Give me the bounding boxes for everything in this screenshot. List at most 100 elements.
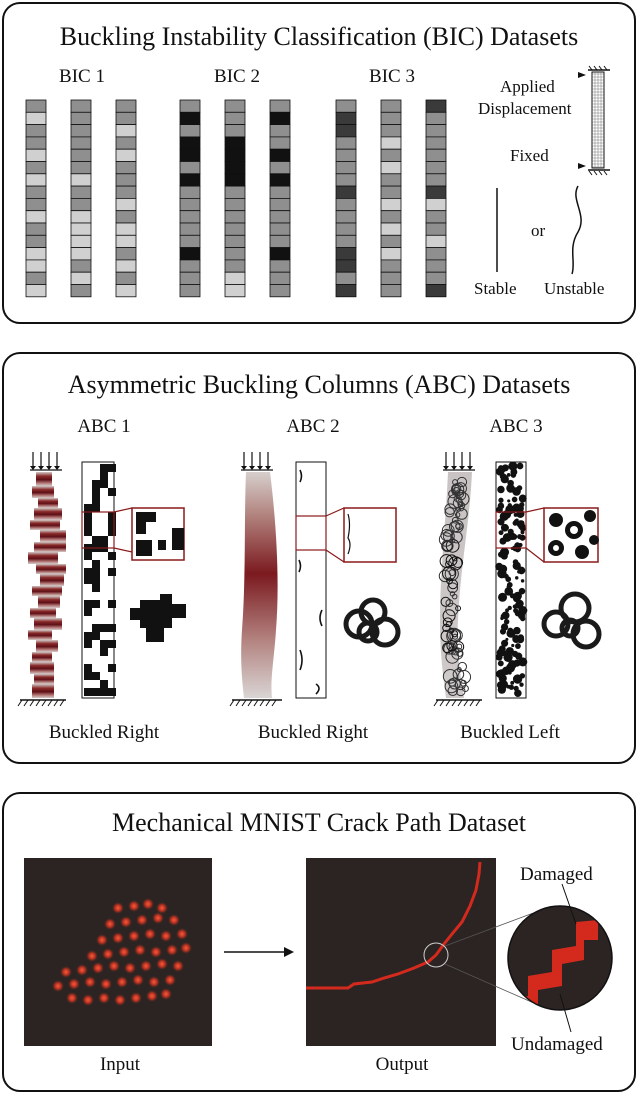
- abc2-load-arrows: [241, 452, 273, 471]
- abc-1-caption: Buckled Right: [48, 722, 160, 743]
- abc2-inclusion-rings: [343, 597, 401, 648]
- abc-2-caption: Buckled Right: [257, 722, 369, 743]
- bic-cell: [25, 234, 47, 249]
- bic-cell: [269, 185, 291, 199]
- bic-cell: [269, 284, 291, 298]
- bic-cell: [25, 185, 47, 199]
- bic-cell: [179, 210, 201, 224]
- bic-cell: [70, 284, 92, 298]
- unstable-curve: [571, 185, 582, 275]
- bic-cell: [179, 111, 201, 126]
- bic-cell: [115, 247, 137, 261]
- bic-cell: [179, 148, 201, 162]
- bic-cell: [115, 173, 137, 187]
- bic-cell: [25, 197, 47, 212]
- bic-cell: [224, 222, 246, 236]
- bic-cell: [380, 136, 402, 150]
- bic-3-label: BIC 3: [369, 66, 415, 87]
- bic-cell: [269, 136, 291, 150]
- bic-cell: [380, 124, 402, 138]
- bic-cell: [425, 247, 447, 261]
- bic-cell: [224, 124, 246, 138]
- bic-cell: [70, 210, 92, 224]
- bic-cell: [70, 222, 92, 236]
- abc3-ground: [433, 699, 482, 707]
- bic-cell: [115, 234, 137, 249]
- abc3-load-arrows: [443, 452, 475, 471]
- bic-cell: [335, 247, 357, 261]
- bic-cell: [70, 161, 92, 175]
- bic-cell: [335, 271, 357, 285]
- bic-cell: [335, 185, 357, 199]
- bic-cell: [25, 148, 47, 162]
- damaged-label: Damaged: [520, 864, 593, 885]
- bic-cell: [25, 173, 47, 187]
- abc-2-label: ABC 2: [286, 416, 340, 437]
- arrow-input-to-output: [224, 947, 294, 957]
- bic-cell: [115, 259, 137, 273]
- bic-cell: [179, 234, 201, 249]
- bic-cell: [425, 161, 447, 175]
- bic-cell: [425, 148, 447, 162]
- bic-cell: [70, 136, 92, 150]
- bic-cell: [335, 136, 357, 150]
- bic-cell: [380, 259, 402, 273]
- bic-cell: [115, 99, 137, 113]
- bic-cell: [25, 259, 47, 273]
- bic-cell: [335, 259, 357, 273]
- abc2-deformed-column: [241, 472, 278, 698]
- bic-cell: [269, 197, 291, 212]
- bic-cell: [269, 234, 291, 249]
- fixed-label: Fixed: [510, 146, 549, 165]
- bic-cell: [380, 99, 402, 113]
- abc2-zoom: [343, 507, 397, 563]
- bic-cell: [179, 247, 201, 261]
- bic-cell: [380, 234, 402, 249]
- bic-cell: [115, 161, 137, 175]
- bic-cell: [115, 197, 137, 212]
- bic-cell: [335, 173, 357, 187]
- bic-cell: [380, 222, 402, 236]
- bic-cell: [179, 222, 201, 236]
- bic-cell: [425, 234, 447, 249]
- bic-cell: [25, 136, 47, 150]
- bic-cell: [425, 259, 447, 273]
- bic-cell: [335, 222, 357, 236]
- bic-cell: [269, 210, 291, 224]
- abc1-deformed-column: [28, 472, 66, 698]
- abc2-pattern-column: [295, 461, 327, 699]
- bic-cell: [224, 161, 246, 175]
- bic-cell: [425, 136, 447, 150]
- bic-cell: [224, 234, 246, 249]
- bic-cell: [25, 111, 47, 126]
- bic-cell: [224, 247, 246, 261]
- applied-label: Applied: [500, 77, 555, 96]
- bic-cell: [224, 271, 246, 285]
- bic-cell: [115, 124, 137, 138]
- abc-3-caption: Buckled Left: [460, 722, 560, 743]
- bic-cell: [115, 284, 137, 298]
- bic-cell: [380, 173, 402, 187]
- abc3-zoom: [543, 507, 599, 563]
- abc3-pattern-column: [495, 461, 528, 699]
- bic-cell: [335, 234, 357, 249]
- bic-cell: [70, 111, 92, 126]
- bic-cell: [25, 99, 47, 113]
- bic-cell: [179, 173, 201, 187]
- undamaged-label: Undamaged: [511, 1034, 603, 1055]
- bic-cell: [269, 161, 291, 175]
- abc3-deformed-column: [440, 472, 472, 698]
- bic-cell: [269, 271, 291, 285]
- bic-cell: [380, 111, 402, 126]
- bic-cell: [179, 185, 201, 199]
- bic-cell: [115, 148, 137, 162]
- bic-cell: [335, 111, 357, 126]
- bic-cell: [179, 99, 201, 113]
- abc2-ground: [229, 699, 282, 707]
- bic-cell: [70, 271, 92, 285]
- bic-cell: [269, 99, 291, 113]
- abc1-pattern-column: [81, 461, 116, 699]
- bic-cell: [335, 197, 357, 212]
- bic-cell: [425, 271, 447, 285]
